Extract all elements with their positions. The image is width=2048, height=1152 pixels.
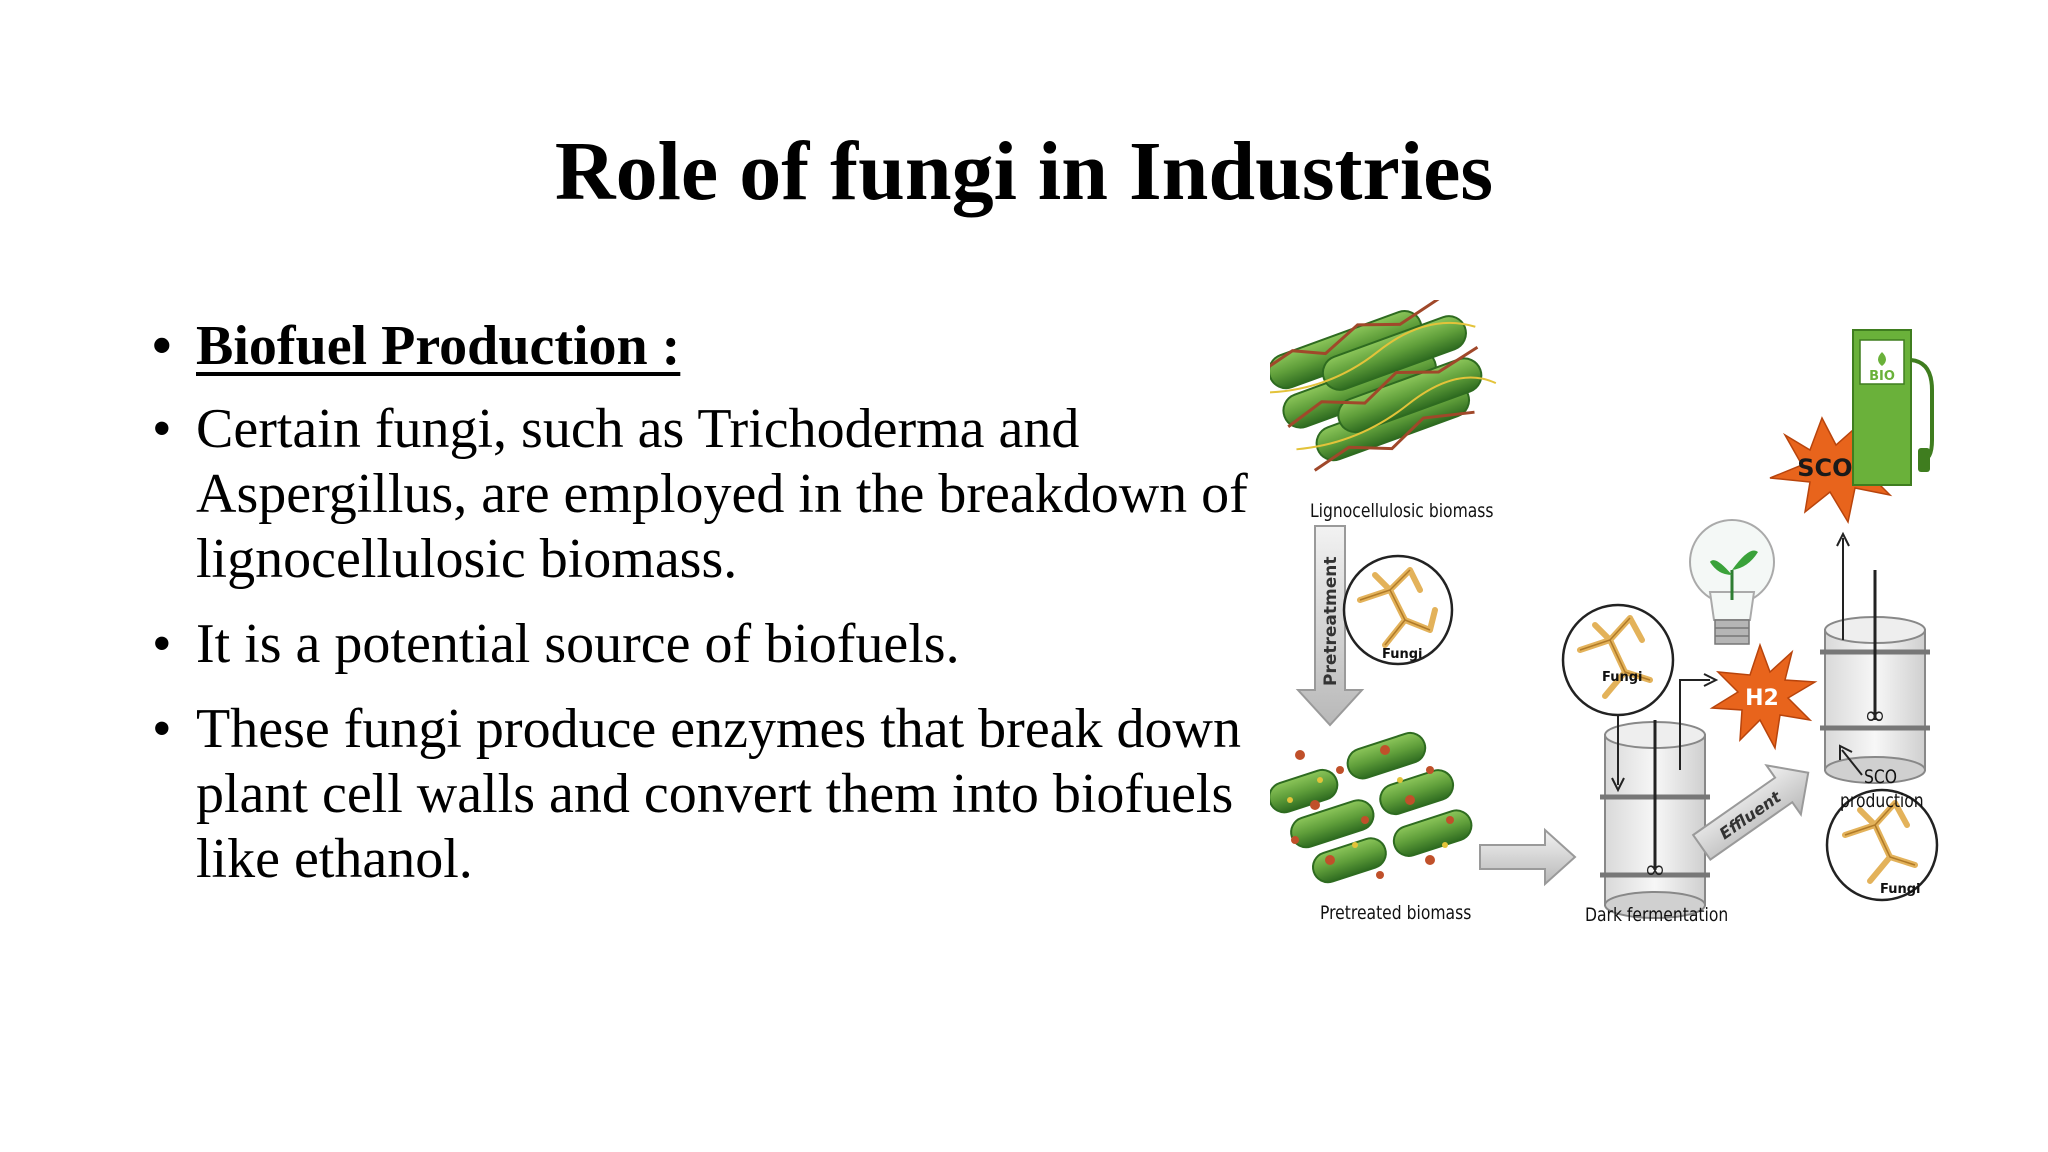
sco-label: SCO bbox=[1864, 766, 1898, 788]
sco-production-tank: ∞ bbox=[1820, 531, 1930, 784]
bio-fuel-pump-icon: BIO bbox=[1852, 329, 1934, 486]
bullet-dot: • bbox=[152, 315, 172, 377]
bullet-list: • Biofuel Production : • Certain fungi, … bbox=[152, 314, 1272, 912]
pretreated-label: Pretreated biomass bbox=[1320, 902, 1472, 924]
bullet-text: These fungi produce enzymes that break d… bbox=[196, 698, 1241, 890]
fungi-circle-3 bbox=[1825, 744, 1939, 902]
bullet-text: It is a potential source of biofuels. bbox=[196, 613, 960, 675]
flow-arrow-right bbox=[1479, 827, 1577, 887]
lignocellulosic-label: Lignocellulosic biomass bbox=[1310, 500, 1494, 522]
pretreated-bundle bbox=[1270, 731, 1473, 884]
fungi-label-1: Fungi bbox=[1382, 647, 1423, 662]
h2-burst-icon: H2 bbox=[1709, 642, 1818, 751]
bio-label: BIO bbox=[1869, 369, 1895, 384]
process-diagram: Pretreatment bbox=[1270, 300, 1939, 919]
biofuel-process-figure: Pretreatment bbox=[1270, 300, 1940, 950]
dark-fermentation-label: Dark fermentation bbox=[1585, 904, 1729, 926]
bullet-enzymes: • These fungi produce enzymes that break… bbox=[152, 697, 1272, 892]
h2-label: H2 bbox=[1745, 686, 1779, 711]
pretreatment-label: Pretreatment bbox=[1321, 557, 1341, 686]
lignocellulosic-bundle bbox=[1270, 300, 1497, 472]
fungi-label-3: Fungi bbox=[1880, 882, 1921, 897]
bullet-dot: • bbox=[152, 698, 172, 760]
slide-title: Role of fungi in Industries bbox=[554, 125, 1494, 218]
production-label: production bbox=[1840, 790, 1924, 812]
fungi-label-2: Fungi bbox=[1602, 670, 1643, 685]
bullet-heading-biofuel: • Biofuel Production : bbox=[152, 314, 1272, 379]
svg-text:∞: ∞ bbox=[1644, 855, 1666, 885]
bullet-dot: • bbox=[152, 398, 172, 460]
bullet-biofuel-source: • It is a potential source of biofuels. bbox=[152, 612, 1272, 677]
dark-fermentation-tank: ∞ bbox=[1600, 673, 1719, 919]
fungi-circle-2 bbox=[1561, 603, 1675, 717]
bullet-text: Biofuel Production : bbox=[196, 315, 681, 377]
bullet-fungi-breakdown: • Certain fungi, such as Trichoderma and… bbox=[152, 397, 1272, 592]
bullet-text: Certain fungi, such as Trichoderma and A… bbox=[196, 398, 1248, 590]
fungi-circle-1 bbox=[1342, 554, 1454, 666]
light-bulb-icon bbox=[1689, 519, 1775, 645]
pretreatment-arrow: Pretreatment bbox=[1295, 525, 1365, 727]
svg-text:∞: ∞ bbox=[1864, 701, 1886, 731]
bullet-dot: • bbox=[152, 613, 172, 675]
